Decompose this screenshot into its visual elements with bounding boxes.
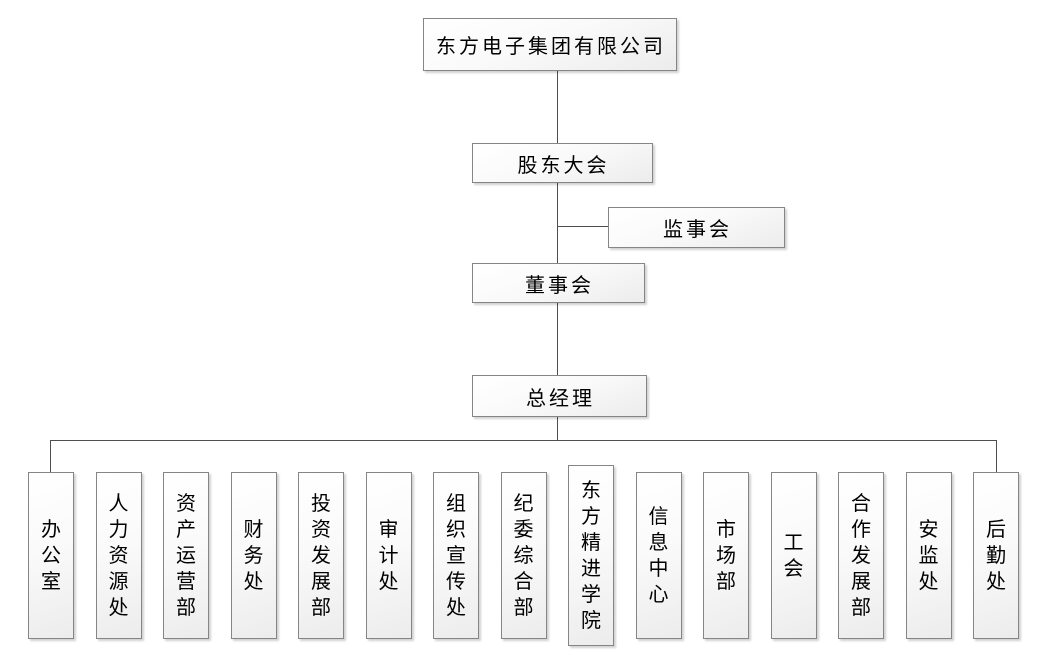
dept-box-2: 人 力 资 源 处 bbox=[95, 472, 142, 639]
dept-label: 组 织 宣 传 处 bbox=[446, 492, 466, 619]
dept-label: 后 勤 处 bbox=[986, 518, 1006, 593]
dept-box-8: 纪 委 综 合 部 bbox=[500, 472, 547, 639]
dept-box-9: 东 方 精 进 学 院 bbox=[568, 465, 614, 646]
dept-box-7: 组 织 宣 传 处 bbox=[433, 472, 479, 639]
dept-box-10: 信 息 中 心 bbox=[635, 472, 682, 639]
dept-label: 财 务 处 bbox=[243, 518, 264, 593]
node-supervisory-board-label: 监事会 bbox=[663, 219, 732, 241]
department-row: 办 公 室人 力 资 源 处资 产 运 营 部财 务 处投 资 发 展 部审 计… bbox=[28, 465, 1019, 646]
node-board-of-directors-label: 董事会 bbox=[525, 274, 594, 297]
dept-label: 办 公 室 bbox=[41, 518, 61, 593]
dept-label: 资 产 运 营 部 bbox=[176, 492, 196, 619]
node-shareholders-meeting-label: 股东大会 bbox=[517, 154, 610, 177]
node-company: 东方电子集团有限公司 bbox=[423, 18, 677, 71]
connector-board-to-gm bbox=[557, 303, 558, 375]
dept-label: 合 作 发 展 部 bbox=[851, 492, 871, 619]
connector-branch-to-supervisory bbox=[557, 226, 608, 227]
dept-box-12: 工 会 bbox=[770, 472, 817, 639]
connector-bus-right-stub bbox=[996, 440, 997, 474]
dept-box-5: 投 资 发 展 部 bbox=[298, 472, 344, 639]
node-general-manager-label: 总经理 bbox=[526, 387, 595, 410]
dept-box-13: 合 作 发 展 部 bbox=[838, 472, 884, 639]
dept-box-6: 审 计 处 bbox=[365, 472, 412, 639]
node-board-of-directors: 董事会 bbox=[472, 263, 645, 303]
dept-label: 纪 委 综 合 部 bbox=[513, 492, 534, 619]
connector-company-to-shareholders bbox=[557, 71, 558, 143]
dept-label: 工 会 bbox=[783, 531, 804, 580]
dept-label: 市 场 部 bbox=[716, 518, 736, 593]
connector-shareholders-to-board bbox=[557, 183, 558, 263]
dept-box-3: 资 产 运 营 部 bbox=[163, 472, 209, 639]
dept-label: 投 资 发 展 部 bbox=[311, 492, 331, 619]
connector-bus-left-stub bbox=[50, 440, 51, 472]
node-general-manager: 总经理 bbox=[472, 375, 647, 417]
dept-box-4: 财 务 处 bbox=[230, 472, 277, 639]
dept-box-1: 办 公 室 bbox=[28, 472, 74, 639]
dept-label: 审 计 处 bbox=[378, 518, 399, 593]
connector-department-bus bbox=[50, 440, 997, 441]
dept-label: 人 力 资 源 处 bbox=[108, 492, 129, 619]
connector-gm-to-bus bbox=[557, 417, 558, 440]
dept-box-15: 后 勤 处 bbox=[973, 472, 1019, 639]
dept-label: 安 监 处 bbox=[918, 518, 939, 593]
dept-box-11: 市 场 部 bbox=[703, 472, 749, 639]
dept-label: 东 方 精 进 学 院 bbox=[581, 479, 601, 632]
node-shareholders-meeting: 股东大会 bbox=[472, 143, 653, 183]
node-company-label: 东方电子集团有限公司 bbox=[436, 36, 666, 58]
dept-label: 信 息 中 心 bbox=[648, 505, 669, 606]
node-supervisory-board: 监事会 bbox=[608, 207, 785, 248]
dept-box-14: 安 监 处 bbox=[905, 472, 952, 639]
